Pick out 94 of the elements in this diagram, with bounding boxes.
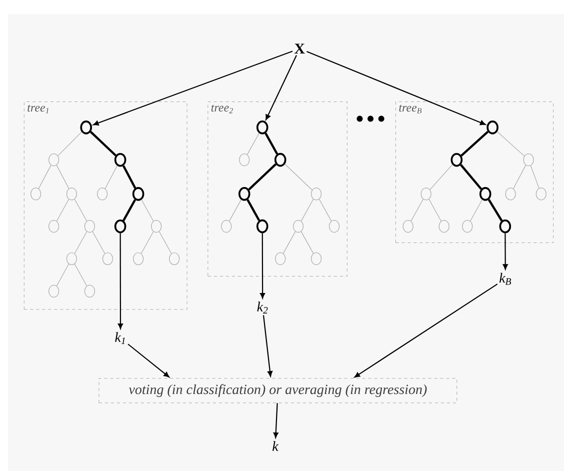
tree-branch — [513, 164, 526, 189]
input-label: X — [294, 44, 305, 54]
tree-branch — [122, 165, 136, 189]
tree-branch — [430, 164, 453, 190]
tree-branch — [228, 199, 242, 222]
tree-branch — [246, 199, 260, 222]
tree-node-circle — [274, 152, 286, 167]
tree-branch — [140, 231, 154, 254]
tree-branch — [460, 130, 489, 156]
output-label: k$_{B}$ — [499, 272, 512, 285]
arrow — [273, 403, 278, 438]
tree-node-circle — [97, 188, 108, 200]
tree-branch — [488, 199, 503, 222]
tree-node-circle — [328, 220, 340, 233]
tree-node-circle — [462, 220, 473, 233]
arrow — [502, 233, 508, 270]
tree-node-circle — [479, 187, 492, 201]
arrow — [354, 284, 498, 378]
tree-node-circle — [238, 187, 250, 201]
tree-branch — [56, 164, 70, 189]
tree-node-circle — [221, 220, 232, 233]
tree-branch — [58, 132, 82, 156]
tree-branch — [496, 131, 525, 156]
tree-branch — [248, 163, 277, 190]
tree-branch — [246, 132, 260, 155]
arrow — [260, 233, 266, 299]
tree-panel: tree$_{1}$ — [24, 102, 188, 310]
arrow — [93, 50, 293, 126]
tree-node-circle — [169, 252, 180, 266]
tree-node-circle — [275, 252, 286, 265]
tree-node-circle — [66, 188, 77, 200]
tree-branch — [141, 199, 154, 222]
tree-node-circle — [438, 220, 450, 233]
tree-node-circle — [132, 187, 144, 201]
tree-node-circle — [536, 188, 546, 200]
tree-branch — [428, 198, 442, 222]
tree-branch — [56, 198, 70, 222]
arrow — [266, 54, 297, 120]
output-label: k — [272, 441, 279, 451]
tree-branch — [282, 231, 296, 254]
tree-branch — [264, 132, 278, 155]
tree-branch — [300, 231, 314, 254]
tree-node-circle — [48, 154, 60, 166]
arrow — [128, 344, 170, 378]
tree-node-circle — [80, 120, 92, 134]
tree-node-circle — [256, 219, 268, 234]
tree-branch — [410, 198, 424, 222]
arrow — [118, 233, 123, 330]
tree-node-circle — [310, 252, 322, 265]
output-label: k$_{2}$ — [257, 302, 268, 314]
tree-branch — [300, 198, 314, 222]
tree-branch — [318, 198, 332, 222]
tree-panel: tree$_{2}$ — [208, 102, 348, 276]
tree-node-circle — [523, 154, 534, 166]
tree-node-circle — [486, 120, 498, 134]
tree-node-circle — [310, 188, 322, 200]
tree-node-circle — [84, 284, 95, 298]
tree-node-circle — [256, 120, 268, 134]
tree-node-circle — [48, 284, 60, 298]
tree-branch — [122, 199, 136, 222]
tree-node-circle — [102, 252, 113, 266]
tree-branch — [158, 231, 172, 254]
output-label: k$_{1}$ — [115, 332, 125, 344]
tree-node-circle — [151, 220, 162, 233]
arrow — [306, 51, 486, 126]
tree-branch — [74, 264, 88, 286]
tree-node-circle — [133, 252, 144, 266]
tree-branch — [74, 231, 88, 254]
tree-branch — [74, 198, 88, 222]
tree-branch — [104, 165, 118, 189]
arrow — [262, 315, 272, 377]
tree-node-circle — [292, 220, 304, 233]
tree-node-circle — [114, 219, 126, 234]
tree-panel: tree$_{B}$ — [395, 102, 554, 244]
aggregation-box: voting (in classification) or averaging (in regression) — [98, 378, 458, 404]
tree-node-circle — [420, 188, 432, 200]
tree-branch — [470, 199, 482, 222]
tree-node-circle — [66, 252, 77, 266]
tree-branch — [38, 164, 52, 189]
tree-node-circle — [114, 152, 126, 167]
tree-node-circle — [48, 220, 60, 233]
tree-branch — [92, 231, 106, 254]
tree-node-circle — [402, 220, 414, 233]
tree-node-circle — [30, 188, 42, 200]
tree-branch — [90, 131, 116, 156]
tree-node-circle — [239, 154, 250, 166]
tree-node-circle — [505, 188, 516, 200]
tree-branch — [284, 164, 312, 190]
tree-node-circle — [499, 219, 512, 234]
tree-node-circle — [84, 220, 95, 233]
tree-branch — [530, 165, 540, 188]
tree-branch — [460, 164, 482, 190]
tree-node-circle — [450, 152, 463, 167]
tree-branch — [56, 264, 70, 286]
